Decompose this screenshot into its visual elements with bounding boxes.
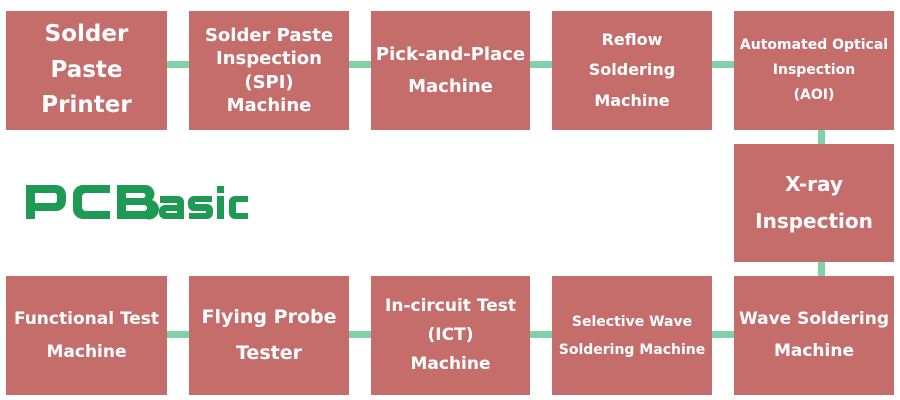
step-functional-test-machine: Functional Test Machine: [6, 276, 167, 395]
step-label-line: Inspection: [216, 48, 322, 70]
step-label-line: Machine: [46, 341, 127, 362]
step-reflow-soldering-machine: Reflow Soldering Machine: [552, 11, 712, 130]
step-label-line: Machine: [773, 340, 854, 361]
connector: [712, 61, 734, 68]
step-label-line: Solder Paste: [44, 21, 129, 83]
step-label-line: (ICT): [427, 325, 474, 346]
pcbasic-logo: [26, 184, 248, 220]
connector: [167, 61, 189, 68]
step-label-line: Printer: [41, 92, 132, 119]
connector: [818, 262, 825, 276]
step-flying-probe-tester: Flying Probe Tester: [189, 276, 349, 395]
step-aoi: Automated Optical Inspection (AOI): [734, 11, 894, 130]
connector: [530, 331, 552, 338]
step-selective-wave-soldering-machine: Selective Wave Soldering Machine: [552, 276, 712, 395]
connector: [167, 331, 189, 338]
step-label-line: Machine: [410, 353, 491, 374]
step-pick-and-place-machine: Pick-and-Place Machine: [371, 11, 530, 130]
step-label-line: Inspection: [755, 209, 873, 233]
step-label-line: (SPI): [244, 71, 294, 93]
step-label-line: Pick-and-Place: [375, 44, 526, 65]
step-label-line: Tester: [236, 341, 302, 364]
step-label-line: Soldering Machine: [558, 341, 706, 358]
step-label-line: In-circuit Test: [385, 296, 516, 317]
step-label-line: Solder Paste: [204, 24, 334, 46]
step-label-line: Flying Probe: [201, 306, 337, 329]
step-solder-paste-printer: Solder Paste Printer: [6, 11, 167, 130]
step-x-ray-inspection: X-ray Inspection: [734, 144, 894, 262]
connector: [818, 130, 825, 144]
step-label-line: Wave Soldering: [738, 309, 890, 330]
step-label-line: Functional Test: [13, 309, 160, 330]
step-label-line: Automated Optical: [739, 36, 889, 53]
connector: [349, 331, 371, 338]
step-label-line: Machine: [408, 75, 493, 97]
step-label-line: Selective Wave: [571, 313, 693, 330]
connector: [712, 331, 734, 338]
step-label-line: Machine: [226, 94, 312, 116]
step-label-line: X-ray: [785, 172, 843, 196]
step-label-line: (AOI): [793, 87, 835, 104]
step-wave-soldering-machine: Wave Soldering Machine: [734, 276, 894, 395]
connector: [349, 61, 371, 68]
step-label-line: Machine: [594, 90, 670, 110]
step-label-line: Inspection: [772, 61, 856, 78]
step-ict-machine: In-circuit Test (ICT) Machine: [371, 276, 530, 395]
step-label-line: Reflow Soldering: [588, 29, 676, 80]
connector: [530, 61, 552, 68]
step-spi-machine: Solder Paste Inspection (SPI) Machine: [189, 11, 349, 130]
